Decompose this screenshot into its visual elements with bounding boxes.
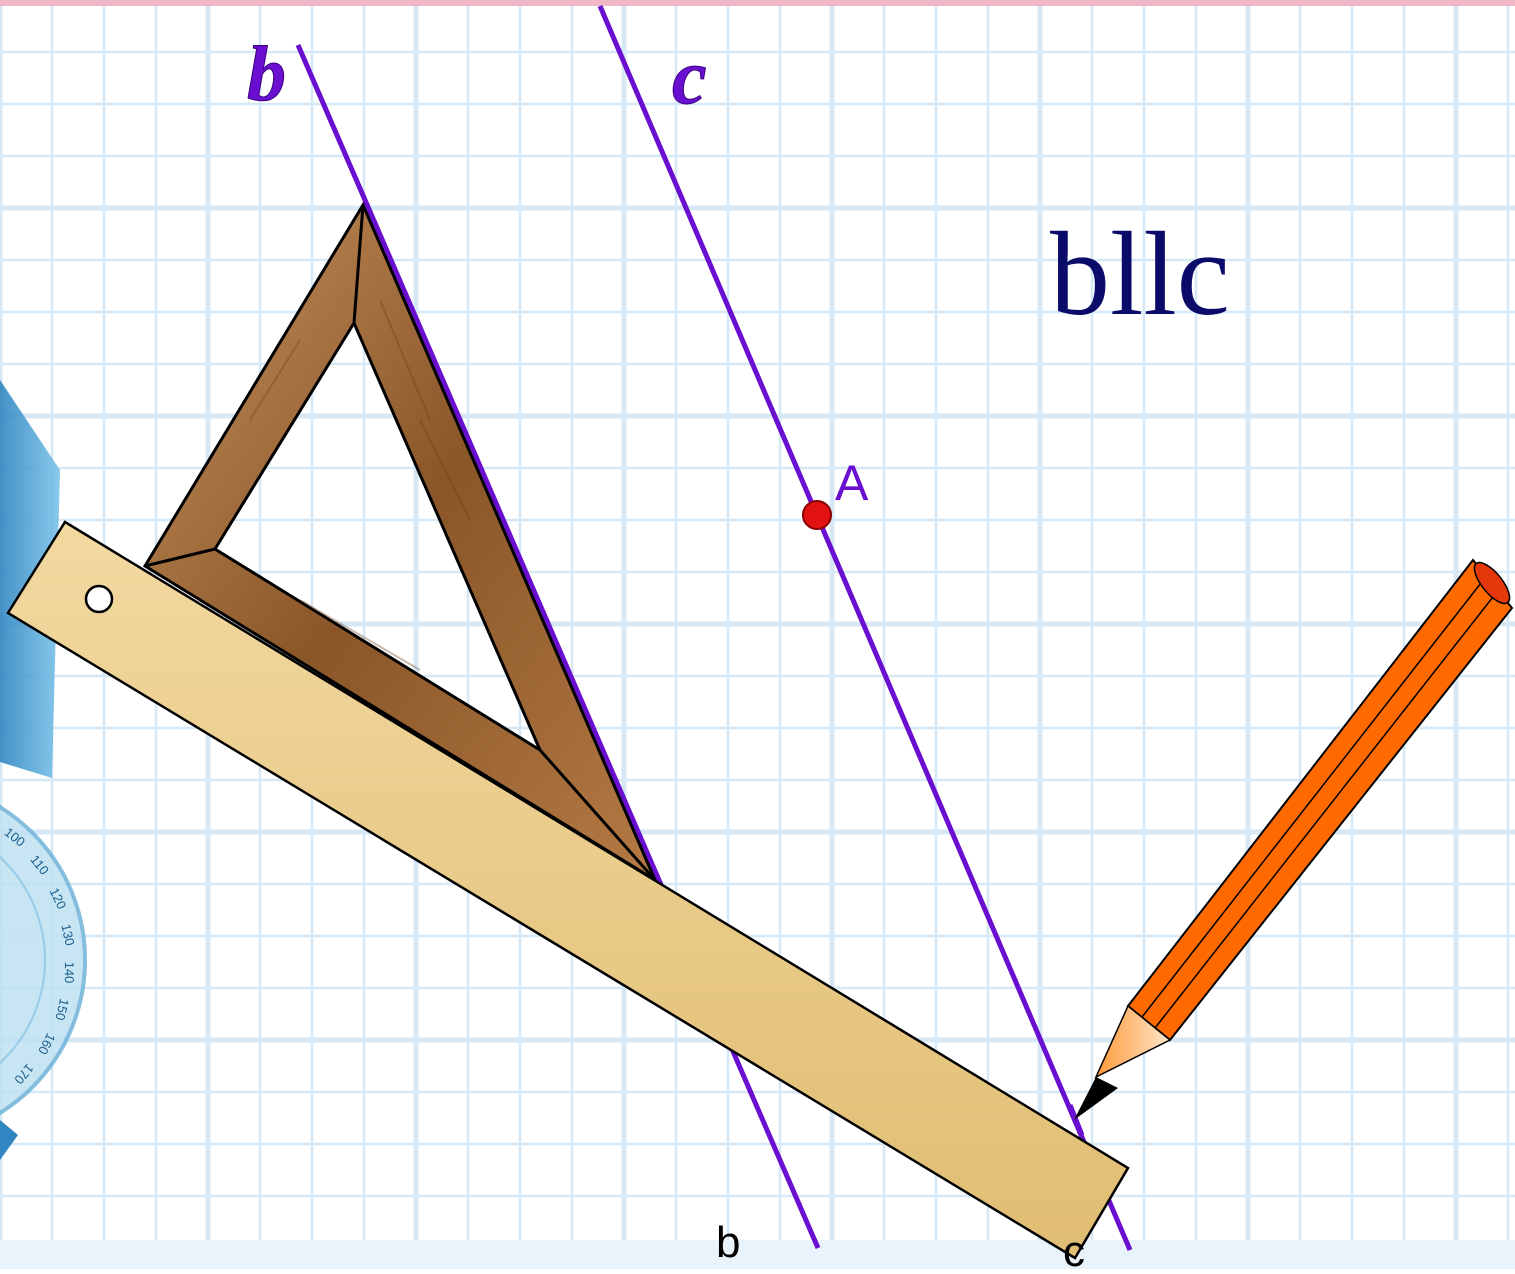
line-b-bottom-label: b	[716, 1218, 740, 1267]
parallel-relation-label: bllc	[1050, 207, 1230, 340]
point-a-label: A	[835, 455, 869, 511]
top-border	[0, 0, 1515, 6]
line-c-bottom-label: c	[1063, 1227, 1085, 1269]
line-c	[597, 5, 1133, 1251]
protractor-tick-label: 140	[62, 962, 77, 984]
point-a	[802, 500, 832, 530]
ruler-icon	[6, 520, 1130, 1260]
protractor-tick-label: 130	[58, 923, 77, 947]
pencil-icon	[1074, 558, 1514, 1120]
bottom-band	[0, 1240, 1515, 1269]
line-c-label: c	[672, 33, 707, 120]
line-b	[295, 44, 821, 1249]
set-square-icon	[142, 201, 659, 884]
line-b-label: b	[247, 30, 286, 117]
ruler-hole	[84, 584, 114, 614]
line-c-drawn-segment	[1067, 1104, 1085, 1136]
protractor-tick-label: 150	[52, 997, 72, 1022]
